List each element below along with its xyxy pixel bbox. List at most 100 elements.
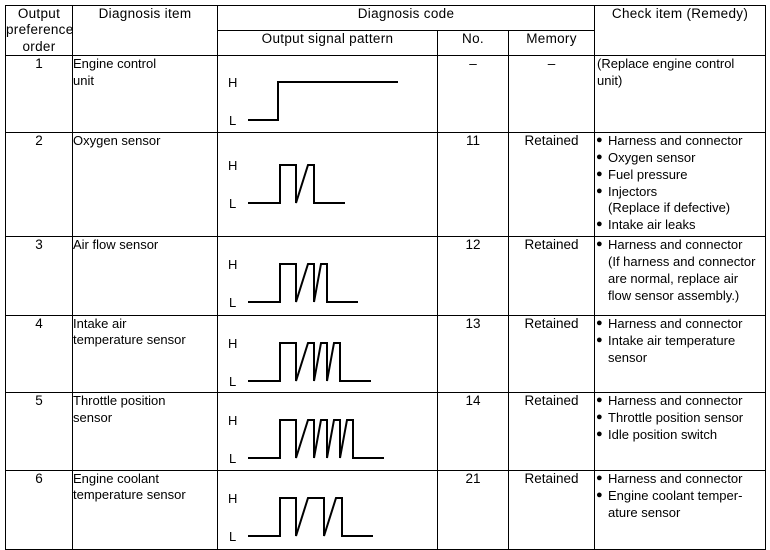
check-item-list: ●Harness and connector●Oxygen sensor●Fue… bbox=[595, 133, 765, 234]
diagnosis-item-line: Intake air bbox=[73, 315, 127, 331]
check-item-entry: sensor bbox=[595, 350, 765, 367]
waveform-trace bbox=[248, 263, 358, 304]
cell-check-item-remedy: ●Harness and connector●Oxygen sensor●Fue… bbox=[594, 131, 767, 238]
waveform-high-label: H bbox=[228, 257, 237, 272]
cell-diagnosis-item: Oxygen sensor bbox=[72, 131, 218, 238]
check-item-text: ature sensor bbox=[608, 504, 681, 520]
header-order-line-1: Output bbox=[17, 6, 61, 21]
waveform-trace bbox=[248, 341, 371, 382]
diagnosis-item-line: temperature sensor bbox=[73, 487, 186, 503]
waveform-trace bbox=[248, 496, 373, 537]
check-item-entry: ●Engine coolant temper- bbox=[595, 488, 765, 505]
cell-diagnosis-code-no: 14 bbox=[437, 392, 509, 471]
cell-diagnosis-code-no: – bbox=[437, 55, 509, 133]
cell-check-item-remedy: ● Harness and connector(If harness and co… bbox=[594, 236, 767, 316]
check-item-entry: ●Throttle position sensor bbox=[595, 410, 765, 427]
bullet-icon: ● bbox=[596, 428, 603, 441]
waveform-low-label: L bbox=[229, 196, 236, 211]
check-item-text: are normal, replace air bbox=[608, 271, 739, 287]
diagnosis-item-line: unit bbox=[73, 73, 94, 89]
bullet-icon: ● bbox=[596, 238, 603, 251]
waveform-high-label: H bbox=[228, 413, 237, 428]
cell-diagnosis-item: Air flow sensor bbox=[72, 236, 218, 316]
check-item-text: Intake air temperature bbox=[608, 332, 736, 348]
cell-diagnosis-code-no: 21 bbox=[437, 469, 509, 550]
cell-check-item-remedy: ● Harness and connector●Throttle position… bbox=[594, 392, 767, 471]
cell-check-item-remedy: ●Harness and connector●Intake air temper… bbox=[594, 314, 767, 394]
cell-memory: Retained bbox=[507, 469, 596, 550]
check-item-entry: ●Harness and connector bbox=[595, 133, 765, 150]
diagnosis-item-line: Engine coolant bbox=[73, 470, 160, 486]
diagnosis-item-line: temperature sensor bbox=[73, 332, 186, 348]
check-item-entry: ature sensor bbox=[595, 505, 765, 522]
diagnosis-item-line: Air flow sensor bbox=[73, 237, 159, 253]
check-item-text: Harness and connector bbox=[608, 237, 743, 253]
check-item-text: Fuel pressure bbox=[608, 166, 688, 182]
check-item-entry: ●Injectors bbox=[595, 184, 765, 201]
waveform-low-label: L bbox=[229, 374, 236, 389]
check-item-text: Idle position switch bbox=[608, 427, 718, 443]
bullet-icon: ● bbox=[596, 471, 603, 484]
check-item-entry: (If harness and connector bbox=[595, 254, 765, 271]
check-item-entry: ● Harness and connector bbox=[595, 237, 765, 254]
check-item-entry: ● Intake air leaks bbox=[595, 217, 765, 234]
header-no: No. bbox=[437, 30, 509, 57]
cell-memory: Retained bbox=[507, 392, 596, 471]
check-item-list: ● Harness and connector(If harness and co… bbox=[595, 237, 765, 305]
cell-output-preference-order: 5 bbox=[5, 392, 73, 471]
check-item-entry: ●Harness and connector bbox=[595, 471, 765, 488]
header-memory: Memory bbox=[507, 30, 596, 57]
diagnosis-item-line: sensor bbox=[73, 409, 113, 425]
check-item-text: Harness and connector bbox=[608, 393, 743, 409]
check-item-line: (Replace engine control bbox=[597, 56, 735, 72]
waveform-low-label: L bbox=[229, 113, 236, 128]
check-item-text: (Replace if defective) bbox=[608, 200, 731, 216]
check-item-text: Intake air leaks bbox=[608, 217, 696, 233]
check-item-entry: (Replace if defective) bbox=[595, 200, 765, 217]
waveform-high-label: H bbox=[228, 75, 237, 90]
check-item-text: Injectors bbox=[608, 183, 658, 199]
header-check-item-remedy: Check item (Remedy) bbox=[594, 4, 767, 57]
check-item-text: Engine coolant temper- bbox=[608, 487, 743, 503]
check-item-line: unit) bbox=[597, 73, 623, 89]
waveform-low-label: L bbox=[229, 529, 236, 544]
diagnosis-item-line: Throttle position bbox=[73, 393, 166, 409]
cell-output-preference-order: 4 bbox=[5, 314, 73, 394]
header-row-sub: Output signal pattern No. Memory bbox=[6, 30, 766, 57]
cell-output-preference-order: 6 bbox=[5, 469, 73, 550]
waveform-high-label: H bbox=[228, 336, 237, 351]
header-diagnosis-code: Diagnosis code bbox=[216, 4, 596, 32]
check-item-text: (If harness and connector bbox=[608, 254, 756, 270]
cell-memory: Retained bbox=[507, 236, 596, 316]
waveform-low-label: L bbox=[229, 451, 236, 466]
check-item-entry: ●Harness and connector bbox=[595, 316, 765, 333]
bullet-icon: ● bbox=[596, 218, 603, 231]
diagnosis-table: Output preference order Diagnosis item D… bbox=[5, 4, 767, 550]
bullet-icon: ● bbox=[596, 167, 603, 180]
check-item-text: Oxygen sensor bbox=[608, 149, 696, 165]
check-item-entry: ● Fuel pressure bbox=[595, 167, 765, 184]
waveform-trace bbox=[248, 81, 398, 122]
check-item-text: Throttle position sensor bbox=[608, 410, 744, 426]
bullet-icon: ● bbox=[596, 150, 603, 163]
waveform-high-label: H bbox=[228, 158, 237, 173]
cell-output-preference-order: 2 bbox=[5, 131, 73, 238]
